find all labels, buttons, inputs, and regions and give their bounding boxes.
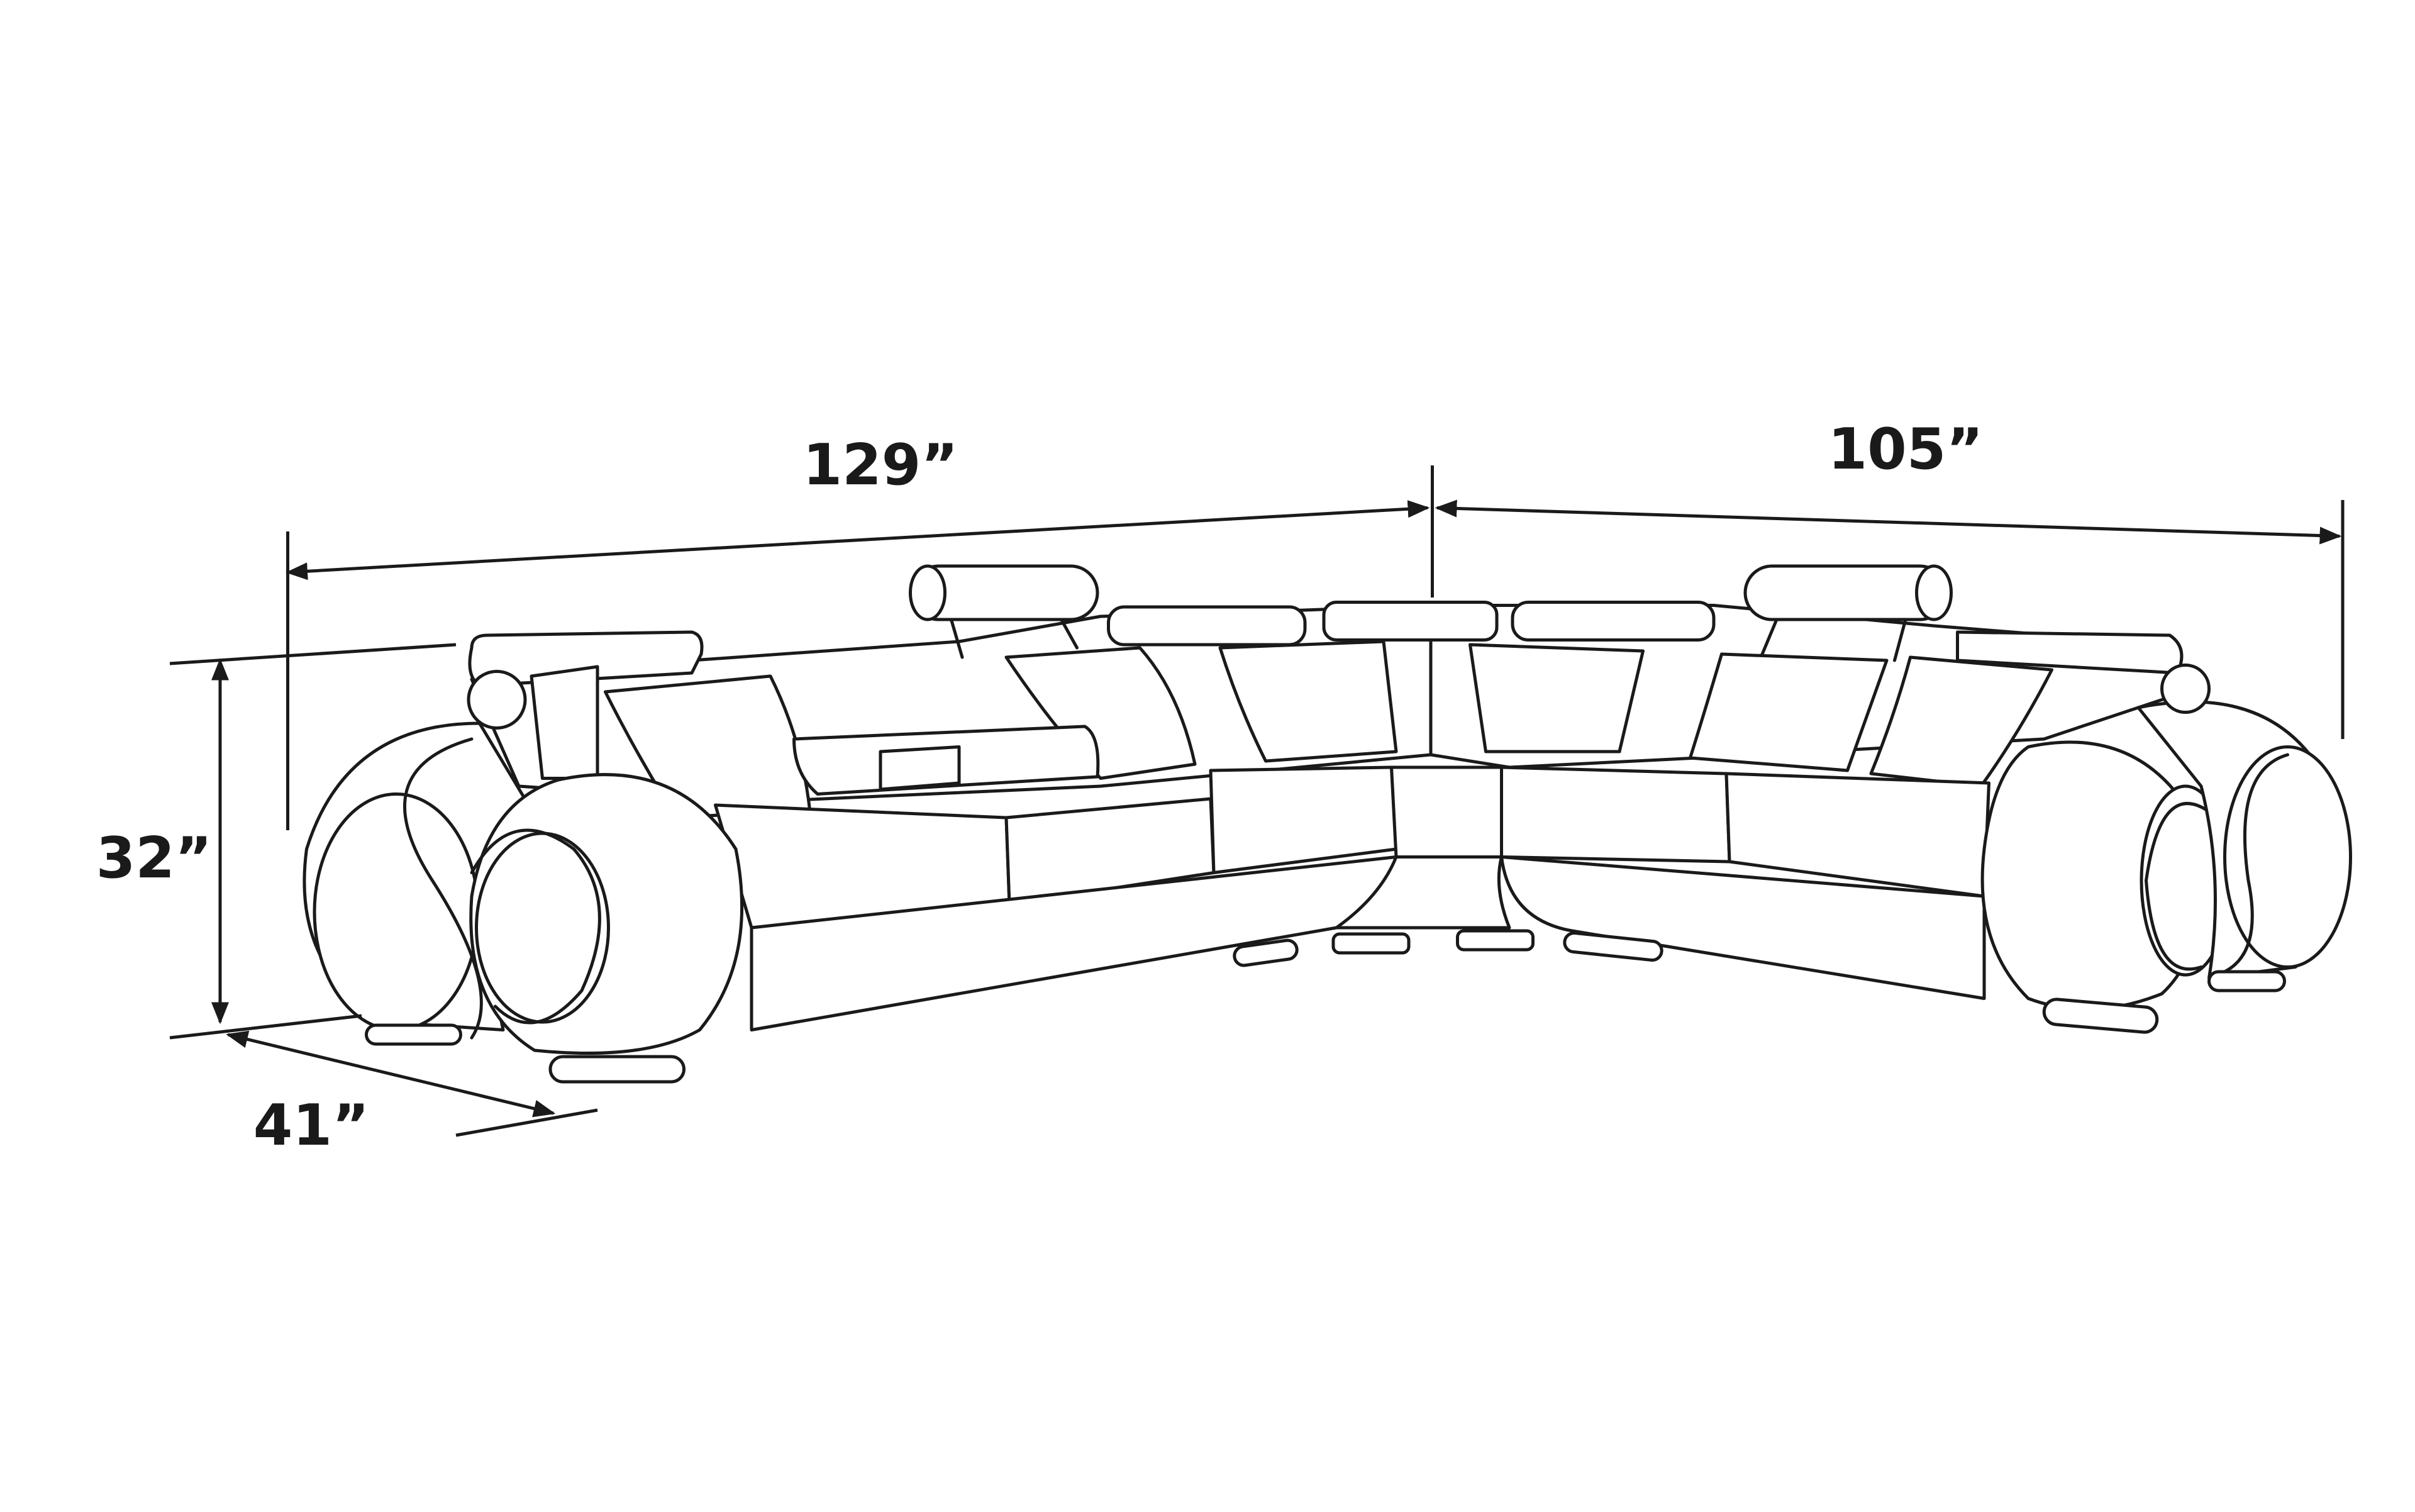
sofa-drawing <box>303 564 2352 1084</box>
label-right-width: 105” <box>1828 416 1983 482</box>
dim-line-depth <box>226 1030 556 1118</box>
arm-left-near-swirl <box>470 828 601 1025</box>
foot-4 <box>1563 931 1663 962</box>
headrest-center-1 <box>1107 605 1307 647</box>
headrest-center-3 <box>1511 601 1716 642</box>
headrest-left-post-2 <box>1060 618 1079 650</box>
headrest-left-far <box>468 630 704 687</box>
back-panel-left <box>530 665 599 780</box>
headrest-right-post <box>1759 618 1779 659</box>
back-cushion-2 <box>1218 640 1398 763</box>
seat-cushion-3 <box>1209 765 1398 874</box>
foot-left-far <box>365 1023 462 1046</box>
base-front-right <box>1500 855 1986 1000</box>
arm-right-near-swirl <box>2145 802 2219 971</box>
dim-line-right-width <box>1435 499 2342 545</box>
dimension-lines <box>169 465 2345 1137</box>
arm-left-far-knob <box>467 670 527 730</box>
ext-height-bottom <box>169 1014 362 1040</box>
label-height: 32” <box>96 825 212 891</box>
foot-right-far <box>2207 970 2286 992</box>
headrest-center-2 <box>1322 601 1499 642</box>
headrest-left-top-end <box>909 564 947 621</box>
back-cushion-4 <box>1689 652 1889 772</box>
headrest-right-post-2 <box>1893 618 1907 662</box>
arm-right-far-knob <box>2160 664 2211 714</box>
back-cushion-3 <box>1468 643 1645 753</box>
headrest-left-post <box>950 618 964 659</box>
ext-depth-right <box>455 1108 598 1137</box>
headrest-right-top-end <box>1915 564 1953 621</box>
base-corner <box>1335 855 1511 930</box>
foot-3 <box>1456 929 1535 952</box>
foot-right-near <box>2042 998 2159 1034</box>
arm-left-far-disc <box>313 792 480 1031</box>
label-left-width: 129” <box>802 432 958 498</box>
dim-line-left-width <box>286 500 1430 581</box>
console-inner <box>879 745 961 791</box>
seat-corner <box>1390 765 1503 859</box>
arm-left-near-disc <box>475 831 610 1024</box>
back-cushion-1 <box>1004 646 1197 780</box>
ext-height-top <box>169 643 457 665</box>
foot-1 <box>1233 938 1299 967</box>
seat-cushion-4 <box>1500 765 1731 864</box>
dimension-labels: 129” 105” 32” 41” <box>96 416 1984 1159</box>
arm-right-far-swirl <box>2215 753 2289 977</box>
foot-2 <box>1331 932 1411 955</box>
foot-left-near <box>548 1055 686 1084</box>
label-depth: 41” <box>253 1092 369 1159</box>
arm-left-far-swirl <box>403 737 483 1040</box>
arm-right-far-disc <box>2223 745 2352 969</box>
